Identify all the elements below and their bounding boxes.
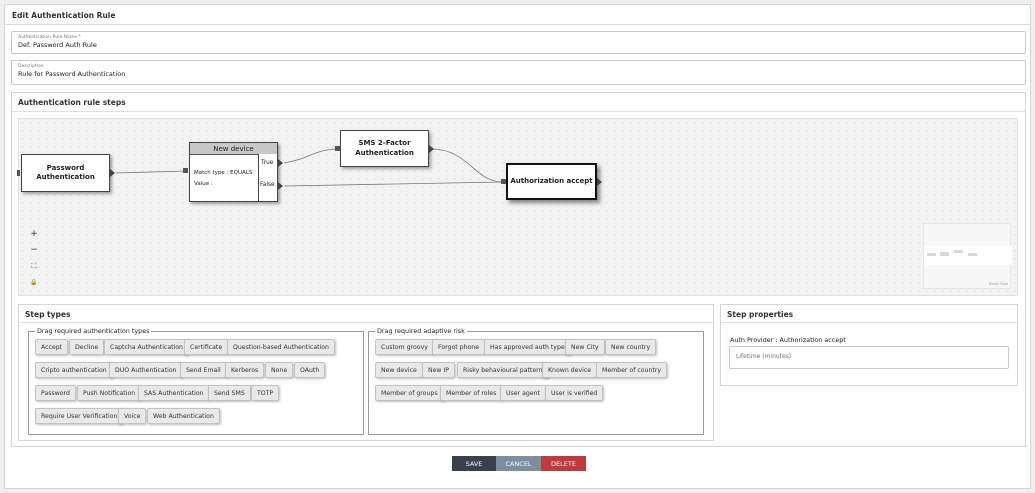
false-output-arrow[interactable]: [278, 182, 283, 190]
lifetime-input[interactable]: [736, 353, 1001, 360]
minimap-node-password: [927, 253, 936, 256]
auth-type-chip[interactable]: Push Notification: [77, 385, 142, 401]
lifetime-field[interactable]: [729, 346, 1009, 369]
new-device-input-port[interactable]: [183, 168, 188, 173]
sms-2fa-node-label: SMS 2-Factor Authentication: [355, 139, 414, 157]
flow-canvas[interactable]: Password Authentication New device Match…: [17, 118, 1018, 296]
auth-type-chip[interactable]: Voice: [118, 408, 147, 424]
adaptive-risk-chip[interactable]: Member of country: [596, 362, 668, 378]
step-types-divider: [19, 322, 713, 323]
new-device-output-column: [258, 154, 278, 202]
sms-node-input-port[interactable]: [335, 146, 340, 151]
adaptive-risk-group-label: Drag required adaptive risk: [375, 327, 467, 335]
auth-type-chip[interactable]: None: [265, 362, 294, 378]
adaptive-risk-chip[interactable]: New device: [375, 362, 423, 378]
auth-type-chip[interactable]: OAuth: [294, 362, 326, 378]
auth-types-group-label: Drag required authentication types: [35, 327, 152, 335]
auth-type-chip[interactable]: SAS Authentication: [138, 385, 210, 401]
cancel-button[interactable]: CANCEL: [496, 456, 541, 471]
adaptive-risk-chip[interactable]: New country: [605, 339, 657, 355]
auth-type-chip[interactable]: Cripto authentication: [35, 362, 113, 378]
description-field[interactable]: Description: [11, 60, 1026, 85]
minimap-node-sms: [954, 250, 963, 253]
adaptive-risk-chip[interactable]: User is verified: [545, 385, 604, 401]
accept-node-input-port[interactable]: [501, 179, 506, 184]
sms-2fa-node[interactable]: SMS 2-Factor Authentication: [340, 130, 429, 167]
auth-type-chip[interactable]: Web Authentication: [147, 408, 220, 424]
minimap-node-new-device: [940, 252, 949, 256]
header-divider: [5, 24, 1030, 25]
zoom-out-button[interactable]: −: [30, 245, 38, 255]
true-output-arrow[interactable]: [278, 159, 283, 167]
adaptive-risk-chip[interactable]: Member of roles: [440, 385, 503, 401]
description-input[interactable]: [18, 70, 981, 78]
adaptive-risk-chip[interactable]: Has approved auth type: [484, 339, 571, 355]
rule-name-label: Authentication Rule Name *: [18, 35, 81, 40]
password-auth-node-label: Password Authentication: [36, 163, 95, 181]
adaptive-risk-chip[interactable]: User agent: [500, 385, 546, 401]
auth-type-chip[interactable]: Kerberos: [225, 362, 265, 378]
auth-type-chip[interactable]: Send Email: [180, 362, 227, 378]
new-device-node-header: New device: [190, 143, 277, 155]
new-device-value: Value :: [194, 181, 213, 187]
edge-sms-to-accept: [430, 148, 504, 183]
auth-provider-text: Auth Provider : Authorization accept: [730, 336, 846, 344]
flow-edges: [115, 148, 504, 187]
auth-type-chip[interactable]: Decline: [69, 339, 105, 355]
sms-node-output-arrow[interactable]: [429, 145, 434, 153]
new-device-true-label: True: [261, 160, 274, 166]
zoom-in-button[interactable]: +: [30, 229, 38, 239]
step-properties-title: Step properties: [727, 310, 794, 319]
auth-type-chip[interactable]: Question-based Authentication: [227, 339, 335, 355]
password-node-input-port[interactable]: [17, 170, 20, 176]
auth-type-chip[interactable]: DUO Authentication: [109, 362, 183, 378]
lock-icon[interactable]: 🔒: [30, 278, 38, 286]
step-properties-divider: [721, 322, 1017, 323]
step-properties-panel: [720, 304, 1018, 386]
rule-name-input[interactable]: [18, 41, 981, 49]
accept-node-output-arrow[interactable]: [597, 178, 602, 186]
adaptive-risk-chip[interactable]: New IP: [422, 362, 456, 378]
auth-type-chip[interactable]: TOTP: [251, 385, 280, 401]
password-node-output-arrow[interactable]: [110, 169, 115, 177]
minimap-attribution: React Flow: [989, 282, 1008, 286]
auth-type-chip[interactable]: Send SMS: [208, 385, 251, 401]
rule-steps-divider: [12, 111, 1025, 112]
edge-false-to-accept: [283, 181, 504, 187]
rule-steps-title: Authentication rule steps: [18, 98, 126, 107]
minimap[interactable]: React Flow: [923, 223, 1012, 289]
save-button[interactable]: SAVE: [452, 456, 496, 471]
adaptive-risk-chip[interactable]: New City: [565, 339, 605, 355]
delete-button[interactable]: DELETE: [541, 456, 586, 471]
adaptive-risk-chip[interactable]: Known device: [542, 362, 598, 378]
rule-name-field[interactable]: Authentication Rule Name *: [11, 31, 1026, 54]
adaptive-risk-chip[interactable]: Member of groups: [375, 385, 444, 401]
adaptive-risk-chip[interactable]: Risky behavioural pattern: [457, 362, 549, 378]
password-auth-node[interactable]: Password Authentication: [21, 154, 110, 192]
step-types-title: Step types: [25, 310, 71, 319]
auth-type-chip[interactable]: Captcha Authentication: [104, 339, 189, 355]
authorization-accept-node[interactable]: Authorization accept: [506, 163, 597, 200]
adaptive-risk-chip[interactable]: Custom groovy: [375, 339, 434, 355]
new-device-false-label: False: [260, 182, 275, 188]
fit-view-icon[interactable]: ⛶: [31, 261, 37, 270]
authorization-accept-node-label: Authorization accept: [510, 176, 593, 185]
edge-true-to-sms: [283, 148, 340, 164]
auth-type-chip[interactable]: Require User Verification: [35, 408, 124, 424]
auth-type-chip[interactable]: Certificate: [184, 339, 229, 355]
auth-type-chip[interactable]: Password: [35, 385, 76, 401]
new-device-match-type: Match type : EQUALS: [194, 170, 253, 176]
adaptive-risk-chip[interactable]: Forgot phone: [432, 339, 486, 355]
minimap-node-accept: [968, 253, 977, 256]
description-label: Description: [18, 64, 44, 69]
edge-password-to-new-device: [115, 170, 188, 174]
page-title: Edit Authentication Rule: [12, 11, 116, 20]
auth-type-chip[interactable]: Accept: [35, 339, 69, 355]
